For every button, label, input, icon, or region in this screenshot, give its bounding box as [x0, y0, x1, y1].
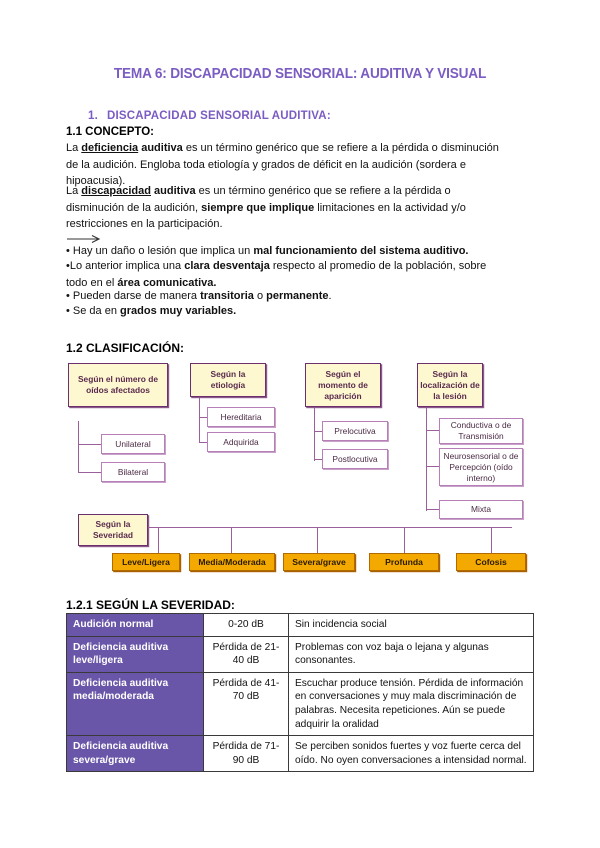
table-cell-loss: 0-20 dB: [203, 613, 289, 637]
diagram-root-severidad: Según la Severidad: [78, 514, 148, 546]
heading-concepto: 1.1 CONCEPTO:: [66, 126, 154, 138]
bullet-4-bold: grados muy variables.: [120, 305, 237, 317]
table-cell-level: Deficiencia auditiva media/moderada: [66, 671, 204, 737]
diagram-root-momento-aparicion: Según el momento de aparición: [305, 363, 381, 407]
table-cell-level: Deficiencia auditiva severa/grave: [66, 735, 204, 773]
connector-vertical-sev-3: [317, 527, 319, 554]
severity-level-severa-grave: Severa/grave: [283, 553, 355, 571]
para2-mid: es un término genérico que se refiere a …: [66, 185, 451, 214]
connector-vertical-g1: [78, 421, 80, 473]
arrow-annotation: [66, 234, 106, 247]
connector-vertical-g4: [426, 408, 428, 511]
connector-horizontal-g1-c1: [78, 444, 102, 446]
severity-level-leve-ligera: Leve/Ligera: [112, 553, 180, 571]
connector-horizontal-g2-c2: [199, 442, 208, 444]
severity-table: Audición normal 0-20 dB Sin incidencia s…: [66, 613, 534, 773]
table-cell-description: Escuchar produce tensión. Pérdida de inf…: [288, 671, 534, 737]
bullet-2-post: respecto al promedio de la población, so…: [66, 260, 487, 289]
heading-severidad: 1.2.1 SEGÚN LA SEVERIDAD:: [66, 598, 235, 612]
bullet-1-pre: • Hay un daño o lesión que implica un: [66, 245, 254, 257]
arrow-right-icon: [67, 235, 101, 243]
connector-horizontal-g2-c1: [199, 417, 208, 419]
connector-vertical-sev-5: [491, 527, 493, 554]
bullet-1-bold: mal funcionamiento del sistema auditivo.: [253, 245, 469, 257]
bullet-3-pre: • Pueden darse de manera: [66, 290, 201, 302]
bullet-1: • Hay un daño o lesión que implica un ma…: [66, 243, 510, 260]
connector-horizontal-g3-c1: [314, 431, 323, 433]
diagram-leaf-unilateral: Unilateral: [101, 434, 165, 454]
diagram-leaf-adquirida: Adquirida: [207, 432, 275, 452]
para1-term-auditiva: auditiva: [138, 142, 183, 154]
connector-vertical-g3: [314, 408, 316, 461]
connector-horizontal-g4-c2: [426, 466, 440, 468]
diagram-leaf-postlocutiva: Postlocutiva: [322, 449, 388, 469]
bullet-3-bold: transitoria: [200, 290, 254, 302]
bullet-3-post: o: [253, 290, 267, 302]
table-cell-description: Problemas con voz baja o lejana y alguna…: [288, 635, 534, 673]
severity-level-profunda: Profunda: [369, 553, 439, 571]
table-row: Deficiencia auditiva media/moderada Pérd…: [66, 671, 534, 737]
para2-term-siempre: siempre que implique: [201, 201, 315, 214]
diagram-root-etiologia: Según la etiología: [190, 363, 266, 397]
bullet-2: •Lo anterior implica una clara desventaj…: [66, 258, 510, 291]
para1-rest: es un término genérico que se refiere a …: [66, 142, 499, 187]
connector-horizontal-severity-bus: [148, 527, 512, 529]
para2-pre: La: [66, 185, 82, 197]
table-cell-level: Deficiencia auditiva leve/ligera: [66, 635, 204, 673]
connector-vertical-sev-1: [158, 527, 160, 554]
diagram-leaf-mixta: Mixta: [439, 500, 523, 519]
connector-horizontal-g1-c2: [78, 472, 102, 474]
bullet-4: • Se da en grados muy variables.: [66, 303, 510, 320]
bullet-2-bold: clara desventaja: [184, 260, 270, 272]
table-cell-loss: Pérdida de 71-90 dB: [203, 735, 289, 773]
table-cell-level: Audición normal: [66, 613, 204, 637]
bullet-3-bold2: permanente: [266, 290, 329, 302]
para1-pre: La: [66, 142, 82, 154]
section-heading-1: 1. DISCAPACIDAD SENSORIAL AUDITIVA:: [88, 110, 331, 122]
section-title: DISCAPACIDAD SENSORIAL AUDITIVA:: [107, 110, 331, 122]
para2-term-auditiva: auditiva: [151, 185, 196, 197]
table-cell-loss: Pérdida de 21-40 dB: [203, 635, 289, 673]
diagram-leaf-neurosensorial: Neurosensorial o de Percepción (oído int…: [439, 448, 523, 486]
severity-level-cofosis: Cofosis: [456, 553, 526, 571]
diagram-leaf-conductiva: Conductiva o de Transmisión: [439, 418, 523, 444]
para1-term-deficiencia: deficiencia: [81, 142, 139, 154]
severity-level-media-moderada: Media/Moderada: [189, 553, 275, 571]
bullet-3: • Pueden darse de manera transitoria o p…: [66, 288, 510, 305]
connector-horizontal-g3-c2: [314, 459, 323, 461]
table-cell-loss: Pérdida de 41-70 dB: [203, 671, 289, 737]
section-number: 1.: [88, 110, 98, 122]
bullet-4-pre: • Se da en: [66, 305, 121, 317]
connector-vertical-g2: [199, 398, 201, 443]
table-cell-description: Se perciben sonidos fuertes y voz fuerte…: [288, 735, 534, 773]
table-row: Audición normal 0-20 dB Sin incidencia s…: [66, 613, 534, 637]
bullet-2-pre: •Lo anterior implica una: [66, 260, 185, 272]
diagram-leaf-bilateral: Bilateral: [101, 462, 165, 482]
paragraph-deficiencia: La deficiencia auditiva es un término ge…: [66, 140, 510, 190]
diagram-root-localizacion-lesion: Según la localización de la lesión: [417, 363, 483, 407]
connector-horizontal-g4-c3: [426, 509, 440, 511]
table-row: Deficiencia auditiva leve/ligera Pérdida…: [66, 635, 534, 673]
diagram-leaf-hereditaria: Hereditaria: [207, 407, 275, 427]
table-row: Deficiencia auditiva severa/grave Pérdid…: [66, 735, 534, 773]
connector-vertical-sev-4: [404, 527, 406, 554]
diagram-root-numero-oidos: Según el número de oídos afectados: [68, 363, 168, 407]
para2-term-discapacidad: discapacidad: [81, 185, 151, 197]
bullet-2-bold2: área comunicativa.: [117, 276, 217, 289]
table-cell-description: Sin incidencia social: [288, 613, 534, 637]
connector-horizontal-g4-c1: [426, 430, 440, 432]
paragraph-discapacidad: La discapacidad auditiva es un término g…: [66, 183, 510, 233]
para2-rest: limitaciones en la actividad y/o restric…: [66, 201, 466, 231]
bullet-3-post2: .: [328, 290, 332, 302]
diagram-leaf-prelocutiva: Prelocutiva: [322, 421, 388, 441]
page-title: TEMA 6: DISCAPACIDAD SENSORIAL: AUDITIVA…: [113, 66, 487, 82]
connector-vertical-sev-2: [231, 527, 233, 554]
heading-clasificacion: 1.2 CLASIFICACIÓN:: [66, 341, 185, 355]
